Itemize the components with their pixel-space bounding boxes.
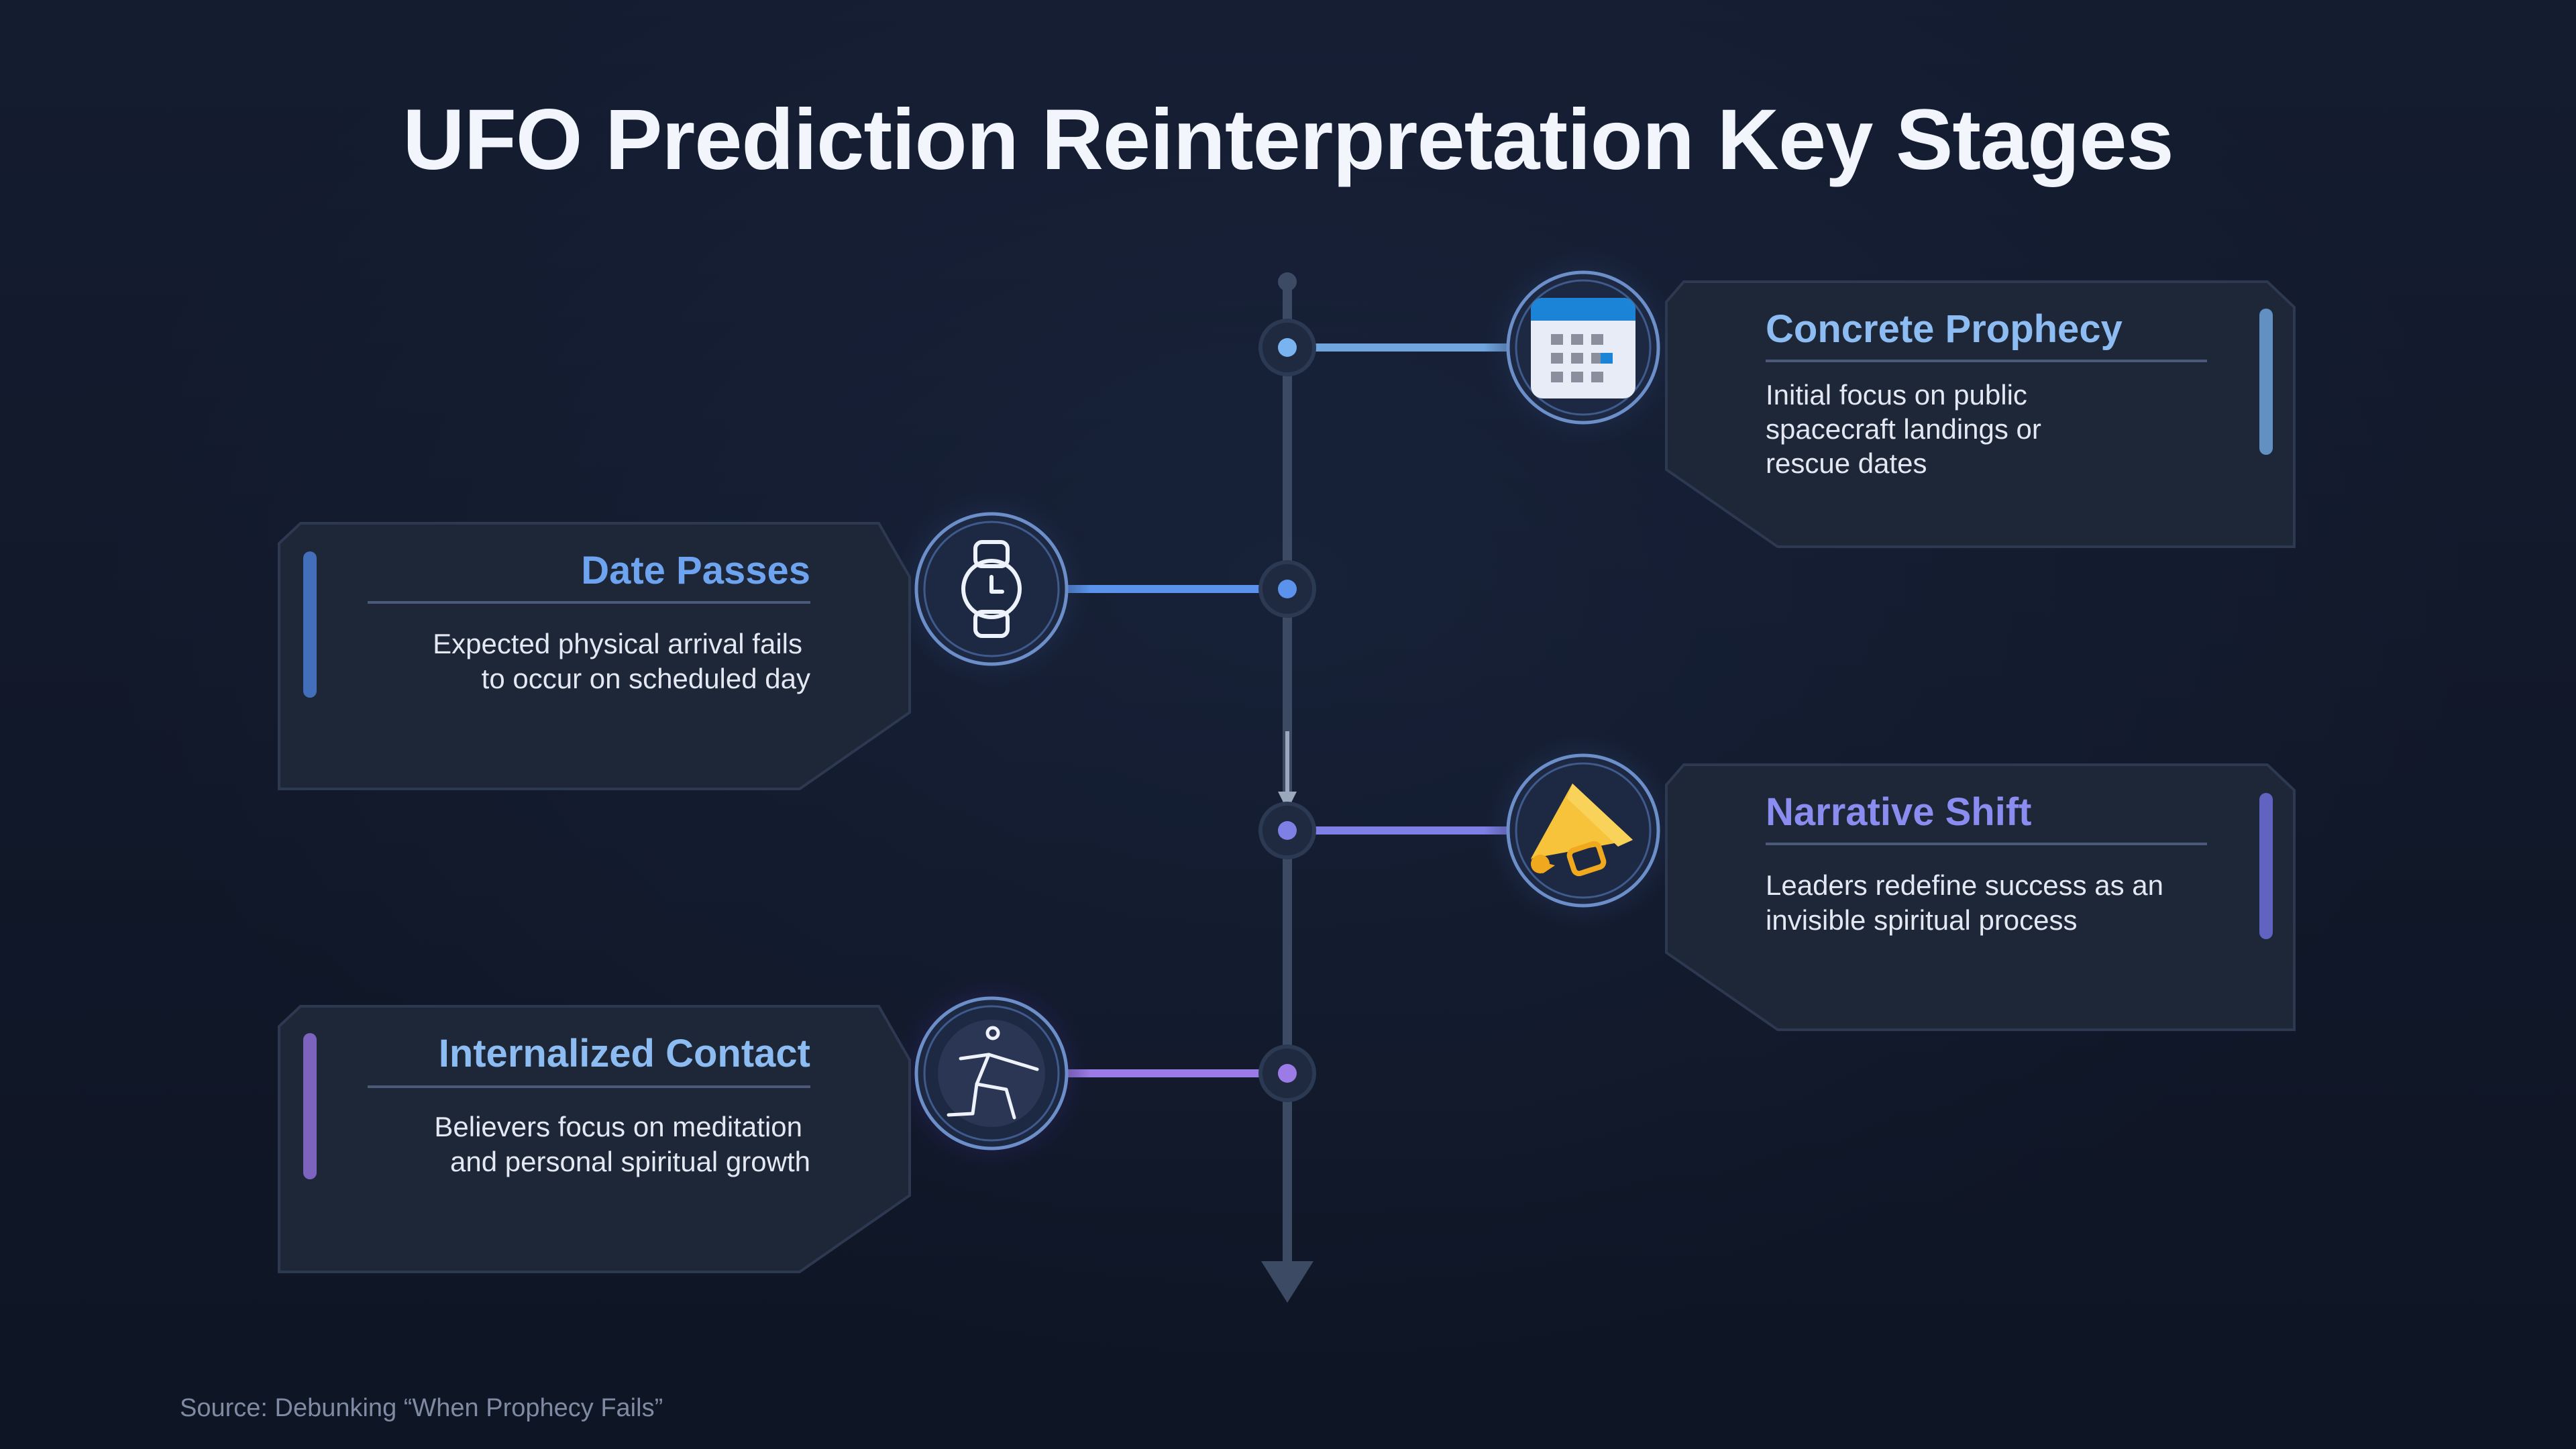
mid-arrow-head (1278, 792, 1297, 810)
megaphone-icon (1531, 784, 1633, 877)
stage-card-concrete-prophecy: Concrete Prophecy Initial focus on publi… (1258, 248, 2296, 548)
stage-title: Date Passes (581, 549, 810, 592)
page-title: UFO Prediction Reinterpretation Key Stag… (402, 92, 2174, 188)
card-panel (1665, 280, 2296, 548)
card-panel (278, 522, 911, 790)
watch-icon (961, 540, 1022, 638)
accent-bar (303, 551, 317, 698)
source-note: Source: Debunking “When Prophecy Fails” (180, 1394, 663, 1422)
accent-bar (2259, 793, 2273, 939)
stage-desc-line: rescue dates (1766, 447, 1927, 479)
stage-desc-line: and personal spiritual growth (450, 1146, 810, 1177)
stage-desc-line: Expected physical arrival fails (433, 628, 802, 659)
stage-card-internalized-contact: Internalized Contact Believers focus on … (278, 974, 1316, 1273)
stage-desc-line: Leaders redefine success as an (1766, 869, 2163, 901)
stage-desc-line: Initial focus on public (1766, 379, 2027, 411)
stage-desc-line: invisible spiritual process (1766, 904, 2078, 936)
stage-desc-line: spacecraft landings or (1766, 413, 2041, 445)
stage-desc-line: to occur on scheduled day (482, 663, 810, 694)
accent-bar (303, 1033, 317, 1179)
running-figure-icon (947, 1026, 1039, 1120)
stage-title: Internalized Contact (439, 1032, 810, 1075)
stage-title: Concrete Prophecy (1766, 307, 2123, 351)
spine-arrow-head (1261, 1261, 1313, 1303)
timeline-spine (1261, 272, 1313, 1303)
card-panel (278, 1005, 911, 1273)
accent-bar (2259, 309, 2273, 455)
calendar-icon (1531, 298, 1635, 398)
stage-card-narrative-shift: Narrative Shift Leaders redefine success… (1258, 731, 2296, 1031)
stage-title: Narrative Shift (1766, 790, 2031, 834)
stage-card-date-passes: Date Passes Expected physical arrival fa… (278, 490, 1316, 790)
card-panel (1665, 763, 2296, 1031)
stage-desc-line: Believers focus on meditation (434, 1111, 802, 1142)
